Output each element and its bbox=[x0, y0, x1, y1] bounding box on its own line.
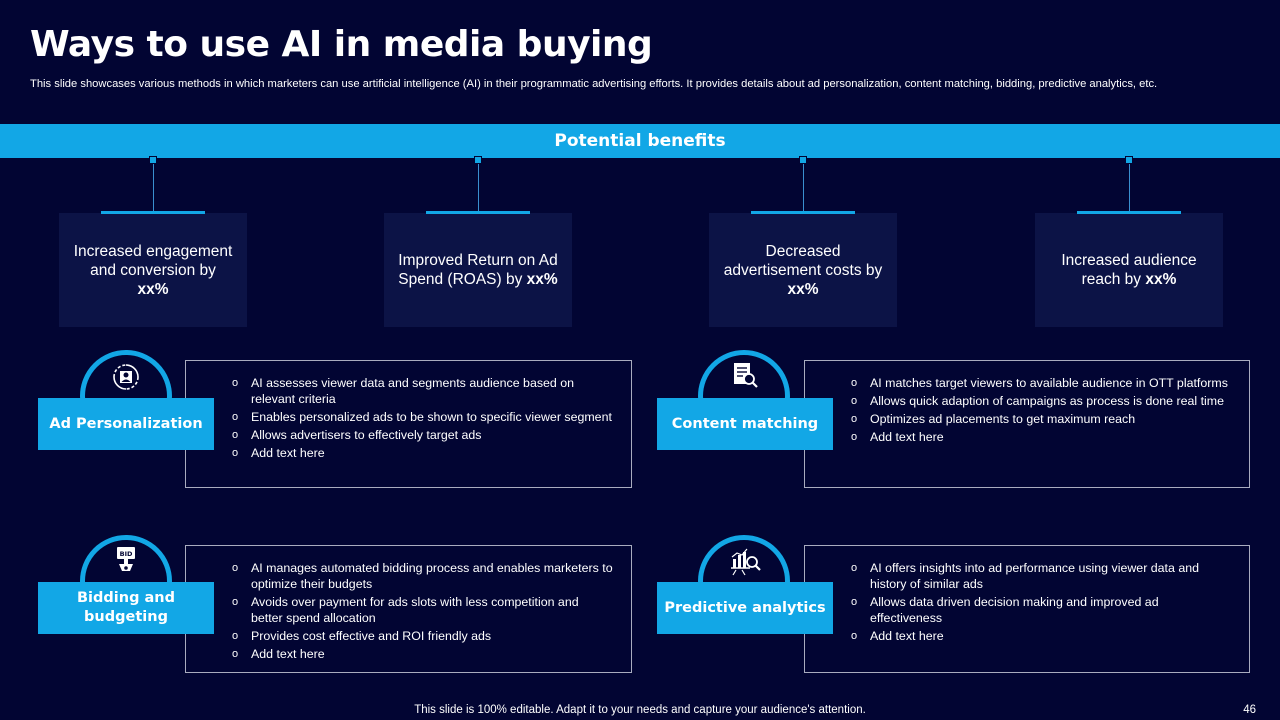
list-item: Optimizes ad placements to get maximum r… bbox=[851, 411, 1231, 427]
footer-note: This slide is 100% editable. Adapt it to… bbox=[414, 704, 866, 716]
feature-box-ad-personalization: AI assesses viewer data and segments aud… bbox=[185, 360, 632, 488]
list-item: AI assesses viewer data and segments aud… bbox=[232, 375, 613, 407]
feature-label-ad-personalization: Ad Personalization bbox=[38, 398, 214, 450]
benefit-card-roas: Improved Return on Ad Spend (ROAS) by xx… bbox=[384, 211, 572, 327]
list-item: Add text here bbox=[232, 646, 613, 662]
connector-line-2 bbox=[478, 160, 479, 213]
benefit-card-reach: Increased audience reach by xx% bbox=[1035, 211, 1223, 327]
feature-bullet-list: AI offers insights into ad performance u… bbox=[851, 560, 1231, 646]
connector-line-3 bbox=[803, 160, 804, 213]
analytics-search-icon bbox=[728, 546, 761, 576]
connector-line-4 bbox=[1129, 160, 1130, 213]
feature-box-predictive: AI offers insights into ad performance u… bbox=[804, 545, 1250, 673]
page-title: Ways to use AI in media buying bbox=[30, 24, 653, 65]
list-item: AI manages automated bidding process and… bbox=[232, 560, 613, 592]
feature-label-content-matching: Content matching bbox=[657, 398, 833, 450]
benefit-card-engagement: Increased engagement and conversion by x… bbox=[59, 211, 247, 327]
potential-benefits-banner: Potential benefits bbox=[0, 124, 1280, 158]
benefit-card-accent bbox=[1077, 211, 1181, 214]
benefit-text: Increased audience reach by xx% bbox=[1061, 252, 1197, 288]
user-target-icon bbox=[111, 362, 141, 392]
page-number: 46 bbox=[1243, 704, 1256, 716]
bid-paddle-icon: BID bbox=[111, 544, 141, 574]
feature-label-predictive: Predictive analytics bbox=[657, 582, 833, 634]
benefit-card-costs: Decreased advertisement costs by xx% bbox=[709, 211, 897, 327]
benefit-text: Decreased advertisement costs by xx% bbox=[723, 242, 883, 298]
list-item: Allows data driven decision making and i… bbox=[851, 594, 1231, 626]
list-item: AI matches target viewers to available a… bbox=[851, 375, 1231, 391]
feature-bullet-list: AI assesses viewer data and segments aud… bbox=[232, 375, 613, 463]
bid-icon-text: BID bbox=[120, 550, 133, 558]
feature-box-bidding: AI manages automated bidding process and… bbox=[185, 545, 632, 673]
feature-label-bidding: Bidding and budgeting bbox=[38, 582, 214, 634]
benefit-text: Increased engagement and conversion by x… bbox=[73, 242, 233, 298]
document-search-icon bbox=[730, 360, 760, 390]
list-item: Provides cost effective and ROI friendly… bbox=[232, 628, 613, 644]
connector-line-1 bbox=[153, 160, 154, 213]
connector-node-3 bbox=[799, 156, 807, 164]
list-item: Add text here bbox=[851, 628, 1231, 644]
feature-bullet-list: AI matches target viewers to available a… bbox=[851, 375, 1231, 447]
benefit-card-accent bbox=[426, 211, 530, 214]
page-subtitle: This slide showcases various methods in … bbox=[30, 78, 1158, 90]
connector-node-2 bbox=[474, 156, 482, 164]
benefit-text: Improved Return on Ad Spend (ROAS) by xx… bbox=[398, 252, 558, 288]
connector-node-4 bbox=[1125, 156, 1133, 164]
benefit-card-accent bbox=[101, 211, 205, 214]
list-item: Allows quick adaption of campaigns as pr… bbox=[851, 393, 1231, 409]
list-item: Add text here bbox=[851, 429, 1231, 445]
list-item: Enables personalized ads to be shown to … bbox=[232, 409, 613, 425]
feature-box-content-matching: AI matches target viewers to available a… bbox=[804, 360, 1250, 488]
feature-bullet-list: AI manages automated bidding process and… bbox=[232, 560, 613, 664]
list-item: AI offers insights into ad performance u… bbox=[851, 560, 1231, 592]
list-item: Avoids over payment for ads slots with l… bbox=[232, 594, 613, 626]
list-item: Allows advertisers to effectively target… bbox=[232, 427, 613, 443]
connector-node-1 bbox=[149, 156, 157, 164]
benefit-card-accent bbox=[751, 211, 855, 214]
list-item: Add text here bbox=[232, 445, 613, 461]
